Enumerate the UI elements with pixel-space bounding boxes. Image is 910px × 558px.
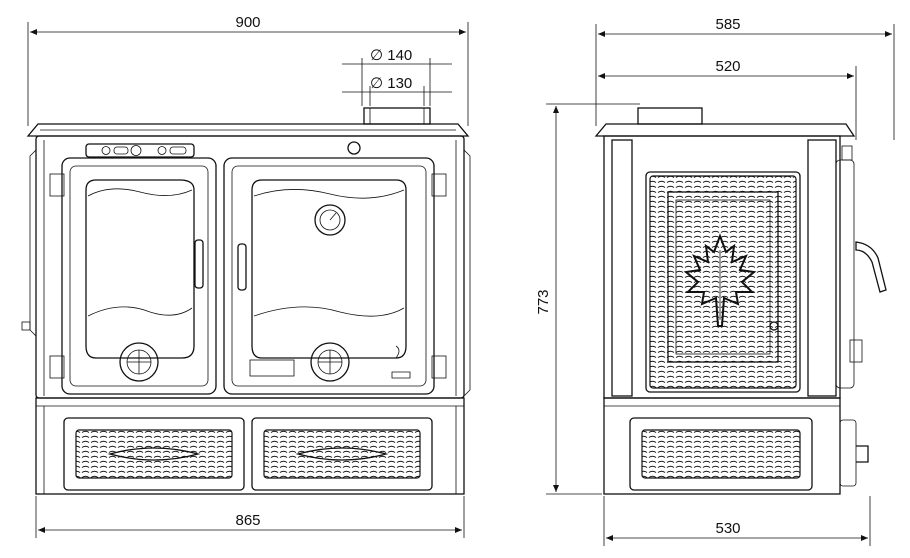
- side-depth-top-dimension: 585: [715, 16, 740, 33]
- left-door: [49, 157, 217, 395]
- front-view: [21, 107, 471, 495]
- base-knob-icon: [856, 445, 869, 463]
- side-depth-base-dimension: 530: [715, 520, 740, 537]
- brand-mark-icon: [391, 345, 411, 379]
- door-handle-icon: [194, 239, 204, 289]
- thermometer-icon: [314, 204, 346, 236]
- control-rail: [85, 143, 195, 158]
- side-handle-icon: [855, 241, 887, 293]
- door-handle-icon: [237, 243, 247, 291]
- side-view: [594, 107, 887, 495]
- left-drawer: [63, 417, 245, 491]
- front-width-top-dimension: 900: [235, 14, 260, 31]
- height-dimension: 773: [535, 289, 552, 314]
- drawer-handle-icon: [295, 447, 389, 461]
- knob-icon: [347, 141, 361, 155]
- flue-outer-dimension: ∅ 140: [370, 47, 412, 64]
- maple-leaf-icon: [683, 233, 757, 327]
- side-depth-mid-dimension: 520: [715, 58, 740, 75]
- front-width-base-dimension: 865: [235, 512, 260, 529]
- right-drawer: [251, 417, 433, 491]
- flue-inner-dimension: ∅ 130: [370, 75, 412, 92]
- brand-logo-icon: [249, 359, 295, 377]
- drawer-handle-icon: [107, 447, 201, 461]
- right-door: [223, 157, 447, 395]
